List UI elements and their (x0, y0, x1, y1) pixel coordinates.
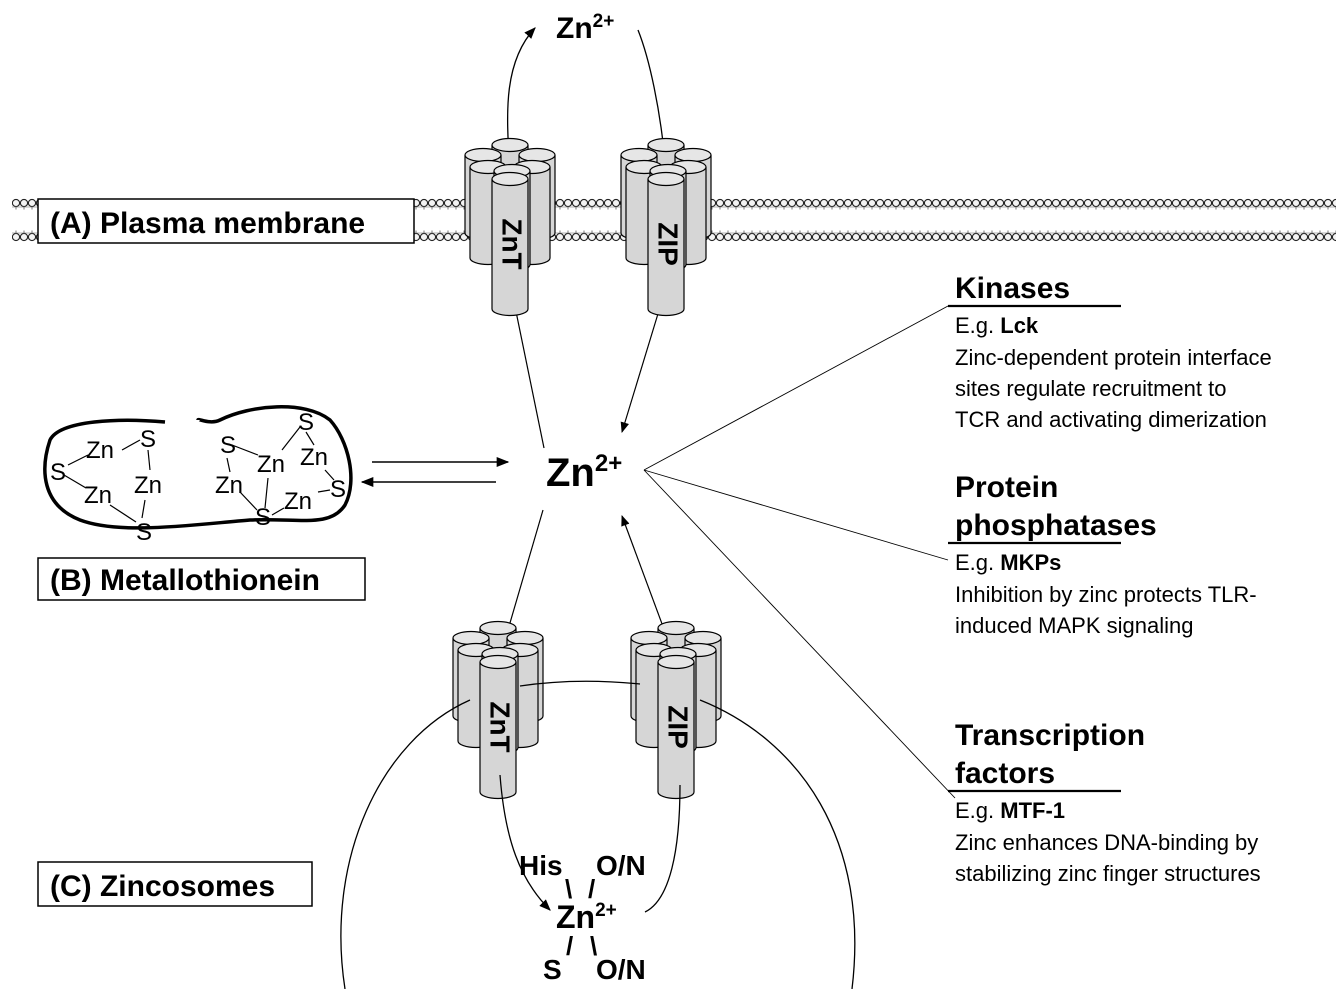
target-description: TCR and activating dimerization (955, 407, 1267, 432)
plasma-zip-transporter: ZIP (620, 137, 712, 317)
mt-s-atom: S (220, 432, 236, 459)
target-description: sites regulate recruitment to (955, 376, 1226, 401)
zincosomes-text: (C) Zincosomes (50, 870, 275, 903)
on-ligand-bottom: O/N (596, 954, 646, 985)
target-description: Zinc-dependent protein interface (955, 345, 1272, 370)
plasma-membrane-label: (A) Plasma membrane (37, 198, 415, 244)
extracellular-zn-ion: Zn2+ (556, 11, 614, 45)
mt-zn-atom: Zn (257, 451, 285, 478)
mt-s-atom: S (330, 476, 346, 503)
zincosome-zip-transporter: ZIP (630, 620, 722, 800)
plasma-znt-transporter: ZnT (464, 137, 556, 317)
mt-s-atom: S (140, 426, 156, 453)
mt-zn-atom: Zn (84, 482, 112, 509)
s-ligand: S (543, 954, 562, 985)
zinc-coordination-complex: His O/N \ / Zn2+ / \ S O/N (519, 850, 646, 985)
target-description: Inhibition by zinc protects TLR- (955, 582, 1257, 607)
mt-s-atom: S (298, 409, 314, 436)
target-example: E.g. Lck (955, 313, 1039, 338)
target-heading: phosphatases (955, 509, 1157, 542)
metallothionein-text: (B) Metallothionein (50, 564, 320, 597)
coordinated-zn-ion: Zn2+ (556, 899, 617, 935)
target-description: stabilizing zinc finger structures (955, 861, 1261, 886)
target-heading: Kinases (955, 272, 1070, 305)
transporter-label: ZnT (485, 701, 516, 752)
his-ligand: His (519, 850, 563, 881)
target-heading: Protein (955, 471, 1058, 504)
cytosolic-zn-connections (360, 291, 956, 799)
mt-zn-atom: Zn (86, 437, 114, 464)
mt-zn-atom: Zn (215, 472, 243, 499)
bond-on-top: / (588, 874, 595, 904)
transporters: ZnT ZIP ZnT ZIP (452, 137, 722, 800)
bond-s: / (566, 931, 573, 961)
zincosome-vesicle (340, 680, 856, 989)
mt-s-atom: S (50, 459, 66, 486)
target-example: E.g. MTF-1 (955, 798, 1065, 823)
metallothionein-structure: Zn S S Zn Zn S S S Zn Zn Zn Zn S S (43, 405, 353, 546)
target-example: E.g. MKPs (955, 550, 1061, 575)
mt-zn-atom: Zn (300, 444, 328, 471)
metallothionein-label: (B) Metallothionein (37, 557, 366, 601)
zincosome-znt-transporter: ZnT (452, 620, 544, 800)
target-description: Zinc enhances DNA-binding by (955, 830, 1258, 855)
target-heading: Transcription (955, 719, 1145, 752)
bond-his: \ (565, 874, 572, 904)
cytosolic-zn-ion: Zn2+ (546, 450, 622, 495)
bond-on-bottom: \ (590, 931, 597, 961)
transporter-label: ZIP (663, 705, 694, 749)
mt-s-atom: S (136, 519, 152, 546)
target-heading: factors (955, 757, 1055, 790)
mt-zn-atom: Zn (134, 472, 162, 499)
plasma-membrane-text: (A) Plasma membrane (50, 207, 365, 240)
extracellular-zn-flow: Zn2+ (506, 11, 666, 169)
transporter-label: ZIP (653, 222, 684, 266)
zincosomes-label: (C) Zincosomes (37, 861, 313, 907)
mt-zn-atom: Zn (284, 488, 312, 515)
target-description: induced MAPK signaling (955, 613, 1193, 638)
mt-s-atom: S (255, 504, 271, 531)
transporter-label: ZnT (497, 218, 528, 269)
on-ligand-top: O/N (596, 850, 646, 881)
